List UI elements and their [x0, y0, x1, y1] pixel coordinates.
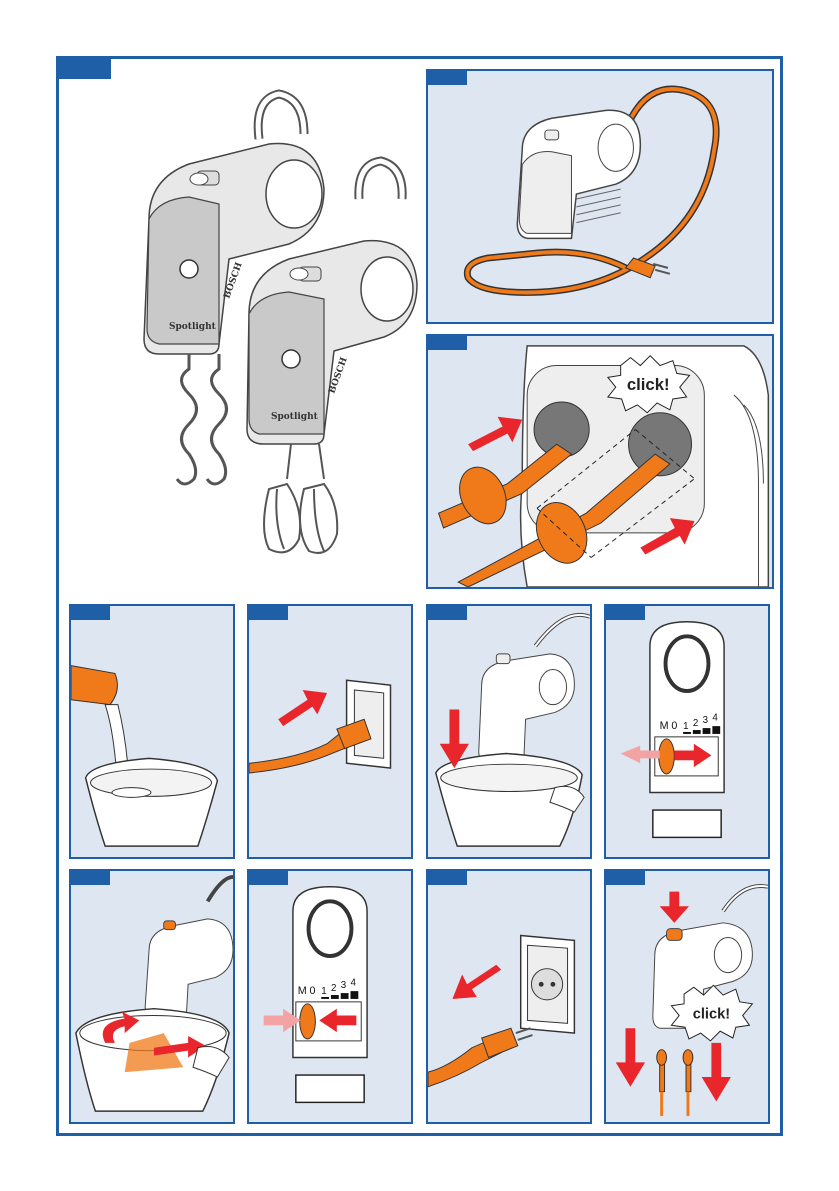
plug: [624, 257, 671, 279]
panel-tab: [606, 871, 645, 885]
panel-tab: [428, 71, 467, 85]
speed-slider: [299, 1003, 316, 1040]
speed-switch-reset-illustration: M 0 1 2 3 4: [263, 885, 368, 1104]
panel-mixing-in-motion: [69, 869, 235, 1124]
push-arrow: [278, 690, 328, 727]
panel-eject-beaters: click!: [604, 869, 770, 1124]
scale-mark-m: M: [660, 720, 669, 732]
pull-arrow: [452, 964, 502, 999]
click-label: click!: [693, 1006, 730, 1022]
scale-mark-m: M: [298, 985, 307, 997]
down-arrow-left: [615, 1028, 646, 1087]
panel-tab: [428, 606, 467, 620]
plug-into-socket-illustration: [249, 679, 392, 774]
attach-beaters-illustration: click!: [437, 345, 770, 587]
scale-mark-3: 3: [341, 980, 346, 991]
panel-mix-in-bowl: [426, 604, 592, 859]
press-arrow: [659, 891, 689, 923]
model-name-left: Spotlight: [169, 322, 217, 332]
mixer-with-dough-hooks: Spotlight BOSCH: [143, 89, 325, 486]
scale-mark-1: 1: [683, 721, 688, 732]
panel-tab: [606, 606, 645, 620]
scale-mark-4: 4: [712, 712, 718, 723]
down-arrow: [439, 709, 469, 769]
blank-label-box: [295, 1074, 365, 1104]
speed-switch-illustration: M 0 1 2 3 4: [620, 620, 725, 839]
scale-mark-2: 2: [693, 718, 698, 729]
rotate-arrow-left: [102, 1011, 140, 1043]
scale-mark-4: 4: [350, 977, 356, 988]
model-name-right: Spotlight: [271, 412, 319, 422]
scale-mark-2: 2: [331, 983, 336, 994]
panel-pour-ingredients: [69, 604, 235, 859]
panel-tab: [71, 606, 110, 620]
scale-mark-0: 0: [310, 985, 316, 997]
mixing-motion-illustration: [75, 875, 233, 1112]
down-arrow-right: [701, 1042, 731, 1102]
panel-unplug: [426, 869, 592, 1124]
panel-speed-switch-reset: M 0 1 2 3 4: [247, 869, 413, 1124]
rotate-arrow-right: [153, 1036, 206, 1058]
manual-page-frame: Spotlight BOSCH Spotlight BOSCH: [56, 56, 783, 1136]
scale-mark-0: 0: [671, 720, 677, 732]
slide-arrow-left: [319, 1008, 357, 1033]
panel-tab: [428, 871, 467, 885]
pour-into-bowl-illustration: [71, 665, 219, 847]
push-arrow-right: [640, 518, 695, 555]
panel-mixer-with-cord: [426, 69, 774, 324]
panel-plug-in: [247, 604, 413, 859]
push-arrow-left: [468, 416, 523, 452]
panel-tab: [249, 871, 288, 885]
speed-slider: [658, 738, 675, 775]
blank-label-box: [652, 809, 722, 839]
click-burst: click!: [606, 354, 691, 414]
click-burst: click!: [670, 984, 754, 1042]
slide-arrow-ghost: [263, 1008, 301, 1033]
panel-attach-beaters: click!: [426, 334, 774, 589]
panel-tab: [428, 336, 467, 350]
scale-mark-3: 3: [703, 715, 708, 726]
scale-mark-1: 1: [321, 986, 326, 997]
section-tab: [59, 59, 111, 79]
click-label: click!: [627, 375, 670, 394]
panel-speed-switch-off: M 0 1 2 3 4: [604, 604, 770, 859]
panel-tab: [249, 606, 288, 620]
panel-tab: [71, 871, 110, 885]
slide-arrow-right: [674, 743, 712, 768]
hero-mixers-illustration: Spotlight BOSCH Spotlight BOSCH: [143, 89, 418, 554]
eject-beaters-illustration: click!: [615, 884, 768, 1117]
mixer-cord-illustration: [463, 85, 720, 296]
slide-arrow-ghost: [620, 745, 660, 764]
lower-mixer-into-bowl-illustration: [435, 612, 590, 847]
unplug-illustration: [428, 934, 576, 1088]
